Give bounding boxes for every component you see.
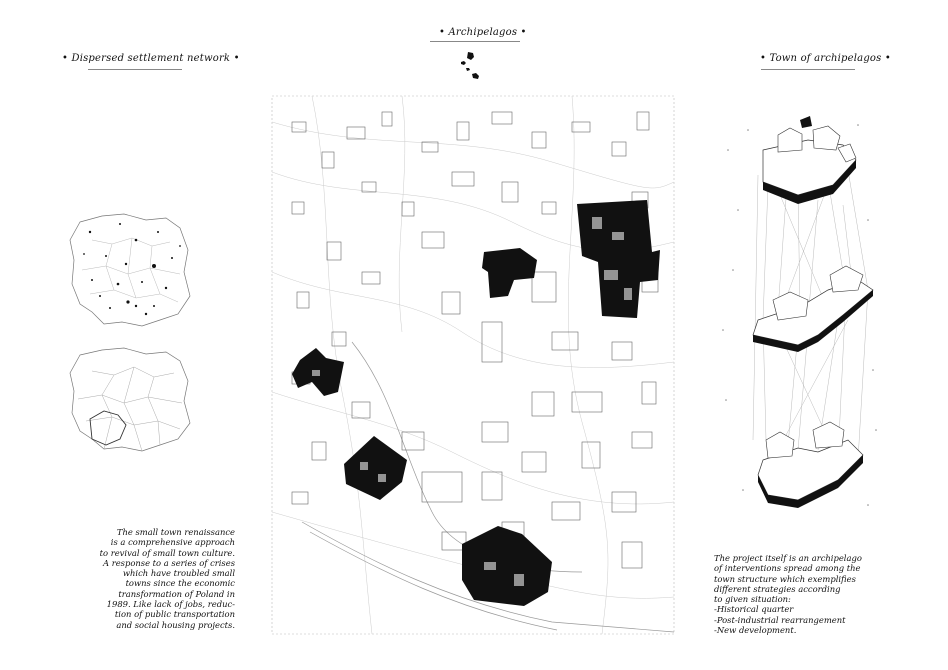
right-title-rule xyxy=(761,69,855,70)
caption-line: -Post-industrial rearrangement xyxy=(714,614,846,625)
caption-line: of interventions spread among the xyxy=(714,563,861,574)
caption-line: The small town renaissance xyxy=(116,527,235,537)
caption-line: to revival of small town culture. xyxy=(99,547,235,558)
caption-line: -New development. xyxy=(714,625,797,636)
caption-line: 1989. Like lack of jobs, reduc- xyxy=(106,599,235,610)
archipelago-icon xyxy=(461,52,479,79)
left-title-rule xyxy=(88,69,182,70)
left-title: • Dispersed settlement network • xyxy=(62,53,240,64)
right-caption: The project itself is an archipelago of … xyxy=(714,553,862,635)
caption-line: which have troubled small xyxy=(122,568,235,579)
left-caption: The small town renaissance is a comprehe… xyxy=(100,527,235,630)
caption-line: A response to a series of crises xyxy=(103,557,235,568)
town-plan-map xyxy=(271,95,675,635)
caption-line: different strategies according xyxy=(714,583,841,594)
caption-line: town structure which exemplifies xyxy=(714,573,856,584)
axonometric-archipelago xyxy=(722,116,877,508)
poland-settlement-map xyxy=(69,213,191,327)
caption-line: to given situation: xyxy=(714,594,791,605)
caption-line: -Historical quarter xyxy=(714,604,794,615)
poland-regions-map xyxy=(69,347,191,452)
intervention-block xyxy=(577,200,660,318)
intervention-block xyxy=(462,526,552,606)
center-title: • Archipelagos • xyxy=(439,27,527,38)
intervention-block xyxy=(344,436,407,500)
caption-line: towns since the economic xyxy=(125,578,235,589)
caption-line: and social housing projects. xyxy=(116,619,235,630)
intervention-block xyxy=(482,248,537,298)
center-title-rule xyxy=(430,41,520,42)
right-title: • Town of archipelagos • xyxy=(760,53,891,64)
caption-line: tion of public transportation xyxy=(114,609,235,620)
caption-line: transformation of Poland in xyxy=(118,588,235,599)
caption-line: is a comprehensive approach xyxy=(110,537,235,548)
caption-line: The project itself is an archipelago xyxy=(714,553,862,563)
